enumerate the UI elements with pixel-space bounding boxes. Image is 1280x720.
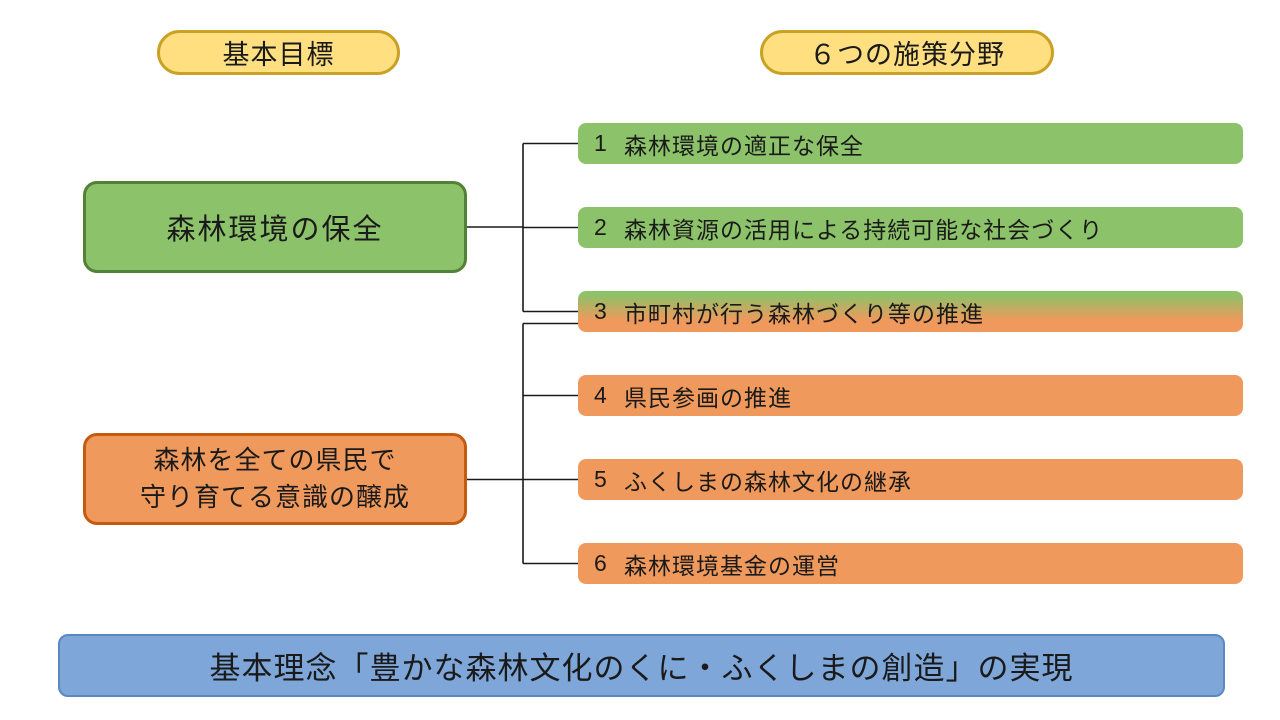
policy-bar-3: 3 市町村が行う森林づくり等の推進 <box>578 291 1243 332</box>
policy-bar-4: 4 県民参画の推進 <box>578 375 1243 416</box>
goal-box-awareness: 森林を全ての県民で 守り育てる意識の醸成 <box>83 433 467 525</box>
basic-goals-label: 基本目標 <box>222 40 335 70</box>
policy-bar-5: 5 ふくしまの森林文化の継承 <box>578 459 1243 500</box>
policy-3-number: 3 <box>594 298 608 324</box>
goal-awareness-line2: 守り育てる意識の醸成 <box>139 482 410 512</box>
policy-1-number: 1 <box>594 130 608 156</box>
basic-principle-banner: 基本理念「豊かな森林文化のくに・ふくしまの創造」の実現 <box>58 634 1225 697</box>
goal-conservation-label: 森林環境の保全 <box>166 214 384 246</box>
policy-areas-header: ６つの施策分野 <box>760 30 1054 75</box>
basic-goals-header: 基本目標 <box>157 30 400 75</box>
policy-5-number: 5 <box>594 466 608 492</box>
policy-bar-6: 6 森林環境基金の運営 <box>578 543 1243 584</box>
policy-4-label: 県民参画の推進 <box>624 384 792 411</box>
goal-awareness-line1: 森林を全ての県民で <box>153 445 397 475</box>
policy-2-label: 森林資源の活用による持続可能な社会づくり <box>624 216 1104 243</box>
policy-areas-label: ６つの施策分野 <box>809 40 1005 70</box>
policy-2-number: 2 <box>594 214 608 240</box>
policy-1-label: 森林環境の適正な保全 <box>624 132 864 159</box>
goal-box-conservation: 森林環境の保全 <box>83 181 467 273</box>
policy-bar-2: 2 森林資源の活用による持続可能な社会づくり <box>578 207 1243 248</box>
policy-5-label: ふくしまの森林文化の継承 <box>624 468 912 495</box>
policy-6-label: 森林環境基金の運営 <box>624 552 840 579</box>
policy-bar-1: 1 森林環境の適正な保全 <box>578 123 1243 164</box>
basic-principle-label: 基本理念「豊かな森林文化のくに・ふくしまの創造」の実現 <box>209 651 1074 686</box>
policy-3-label: 市町村が行う森林づくり等の推進 <box>624 300 984 327</box>
policy-6-number: 6 <box>594 550 608 576</box>
policy-4-number: 4 <box>594 382 608 408</box>
